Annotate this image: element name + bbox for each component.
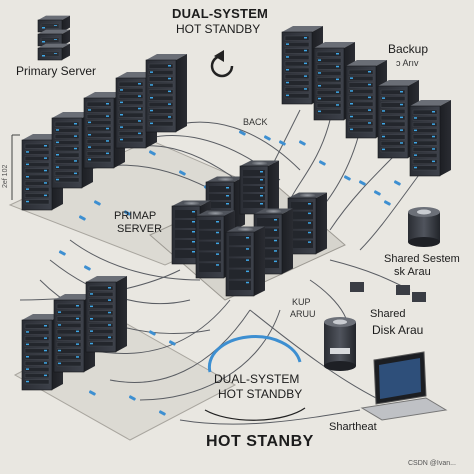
refresh-arrow-icon — [210, 50, 234, 78]
shared-label: Shared — [370, 308, 406, 320]
left-edge-code: 2ef 102 — [2, 164, 9, 188]
backup-label: Backup — [388, 42, 429, 56]
network-cable — [249, 309, 381, 401]
network-cable — [289, 119, 331, 201]
server-rack-icon — [21, 133, 63, 211]
network-cable-icon — [358, 180, 366, 186]
watermark: CSDN @Ivan... — [408, 460, 456, 467]
primary-server-label: Primary Server — [16, 64, 97, 78]
network-cable-icon — [78, 215, 86, 221]
network-cable — [69, 239, 201, 281]
server-rack-icon — [145, 53, 187, 133]
network-cable-icon — [168, 340, 176, 346]
server-rack-icon — [37, 29, 70, 47]
network-cable-icon — [298, 140, 306, 146]
server-rack-icon — [37, 43, 70, 61]
primap-server-line1: PRIMAP — [114, 210, 157, 222]
server-rack-icon — [225, 226, 265, 297]
disk-arau-label: Disk Arau — [372, 323, 424, 337]
left-edge-bracket — [11, 134, 20, 200]
network-cable-icon — [158, 410, 166, 416]
kup-label: KUP — [292, 297, 311, 307]
shartheat-label: Shartheat — [329, 421, 377, 433]
network-cable-icon — [83, 265, 91, 271]
network-cable-icon — [148, 150, 156, 156]
aruu-label: ARUU — [290, 309, 316, 319]
network-cable — [179, 409, 361, 425]
network-cable-icon — [128, 395, 136, 401]
network-cable-icon — [393, 180, 401, 186]
backup-sub-label: ↄ Arıv — [396, 58, 419, 68]
shared-sestem-label: Shared Sestem — [384, 253, 460, 265]
sk-arau-label: sk Arau — [394, 266, 431, 278]
back-arrow-label: BACK — [243, 117, 268, 127]
network-cable-icon — [58, 250, 66, 256]
network-cable — [109, 309, 251, 383]
server-rack-icon — [313, 41, 355, 121]
server-rack-icon — [409, 99, 451, 177]
database-cylinder-icon — [324, 317, 356, 371]
laptop-icon — [360, 351, 448, 421]
network-cable-icon — [123, 210, 131, 216]
network-cable — [139, 309, 281, 401]
network-cable-icon — [93, 200, 101, 206]
network-cable-icon — [373, 190, 381, 196]
diagram-title: DUAL-SYSTEM — [172, 6, 269, 21]
network-cable-icon — [148, 330, 156, 336]
database-cylinder-icon — [408, 207, 440, 247]
primap-server-line2: SERVER — [117, 223, 163, 235]
network-cable-icon — [278, 140, 286, 146]
network-cable-icon — [88, 390, 96, 396]
network-cable — [89, 299, 231, 354]
network-cable-icon — [178, 170, 186, 176]
dual-system-bottom-label: DUAL-SYSTEM — [214, 372, 300, 386]
server-rack-icon — [85, 275, 127, 353]
network-cable-icon — [343, 175, 351, 181]
network-cable-icon — [318, 160, 326, 166]
server-rack-icon — [239, 160, 279, 215]
server-rack-icon — [37, 15, 70, 33]
server-racks — [21, 15, 451, 391]
network-cable-icon — [383, 200, 391, 206]
switch-boxes — [350, 282, 426, 302]
hot-standby-bottom-label: HOT STANDBY — [218, 387, 303, 401]
diagram-subtitle: HOT STANDBY — [176, 22, 261, 36]
network-cable-icon — [263, 135, 271, 141]
hot-standby-swoosh — [204, 335, 306, 421]
network-cable-icon — [238, 130, 246, 136]
hot-stanby-caption: HOT STANBY — [206, 433, 314, 450]
server-rack-icon — [287, 192, 327, 255]
network-cable — [329, 149, 401, 231]
